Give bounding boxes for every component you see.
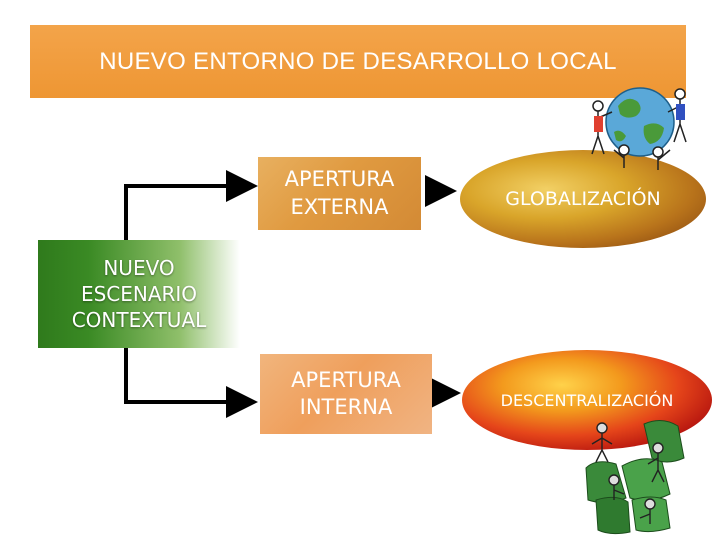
apertura-externa-label: APERTURA EXTERNA: [284, 167, 395, 219]
globalizacion-label: GLOBALIZACIÓN: [505, 188, 661, 210]
descentralizacion-label: DESCENTRALIZACIÓN: [500, 390, 674, 410]
title-banner: NUEVO ENTORNO DE DESARROLLO LOCAL: [30, 25, 686, 98]
globalizacion-ellipse: GLOBALIZACIÓN: [460, 150, 706, 248]
arrow-to-apertura-externa: [124, 170, 258, 240]
apertura-externa-box: APERTURA EXTERNA: [258, 157, 421, 230]
people-puzzle-clipart-icon: [585, 420, 685, 535]
apertura-interna-label: APERTURA INTERNA: [291, 367, 401, 419]
page-title: NUEVO ENTORNO DE DESARROLLO LOCAL: [99, 47, 617, 75]
nuevo-escenario-box: NUEVO ESCENARIO CONTEXTUAL: [38, 240, 240, 348]
globe-people-clipart-icon: [591, 87, 687, 170]
apertura-interna-box: APERTURA INTERNA: [260, 354, 432, 434]
arrow-to-apertura-interna: [124, 348, 258, 418]
nuevo-escenario-label: NUEVO ESCENARIO CONTEXTUAL: [71, 256, 207, 332]
